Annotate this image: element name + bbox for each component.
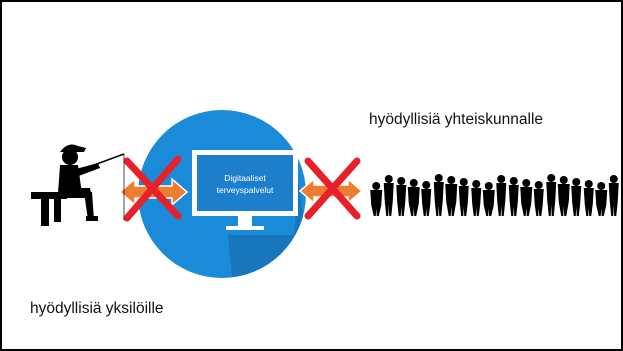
person-silhouette	[471, 180, 482, 216]
person-silhouette	[396, 177, 407, 216]
crowd-icon	[370, 174, 619, 216]
person-silhouette	[445, 176, 458, 216]
cross-icon-right	[304, 157, 361, 220]
person-silhouette	[557, 176, 570, 216]
person-silhouette	[496, 175, 507, 216]
fisherman-icon	[31, 144, 125, 226]
person-silhouette	[458, 178, 469, 216]
person-silhouette	[482, 182, 495, 216]
person-silhouette	[383, 175, 394, 216]
person-silhouette	[421, 181, 432, 216]
person-silhouette	[608, 175, 619, 216]
monitor-line-2: terveyspalvelut	[217, 185, 274, 195]
label-individual: hyödyllisiä yksilöille	[30, 300, 164, 317]
person-silhouette	[571, 178, 582, 216]
person-silhouette	[583, 180, 594, 216]
monitor-line-1: Digitaaliset	[224, 173, 266, 183]
person-silhouette	[546, 174, 557, 216]
monitor-icon: Digitaaliset terveyspalvelut	[192, 150, 298, 230]
person-silhouette	[595, 182, 608, 216]
person-silhouette	[433, 174, 444, 216]
person-silhouette	[520, 179, 533, 216]
person-silhouette	[508, 177, 519, 216]
cross-icon-left	[123, 155, 182, 222]
person-silhouette	[407, 179, 420, 216]
label-society: hyödyllisiä yhteiskunnalle	[369, 111, 544, 128]
person-silhouette	[533, 181, 544, 216]
person-silhouette	[370, 182, 383, 216]
